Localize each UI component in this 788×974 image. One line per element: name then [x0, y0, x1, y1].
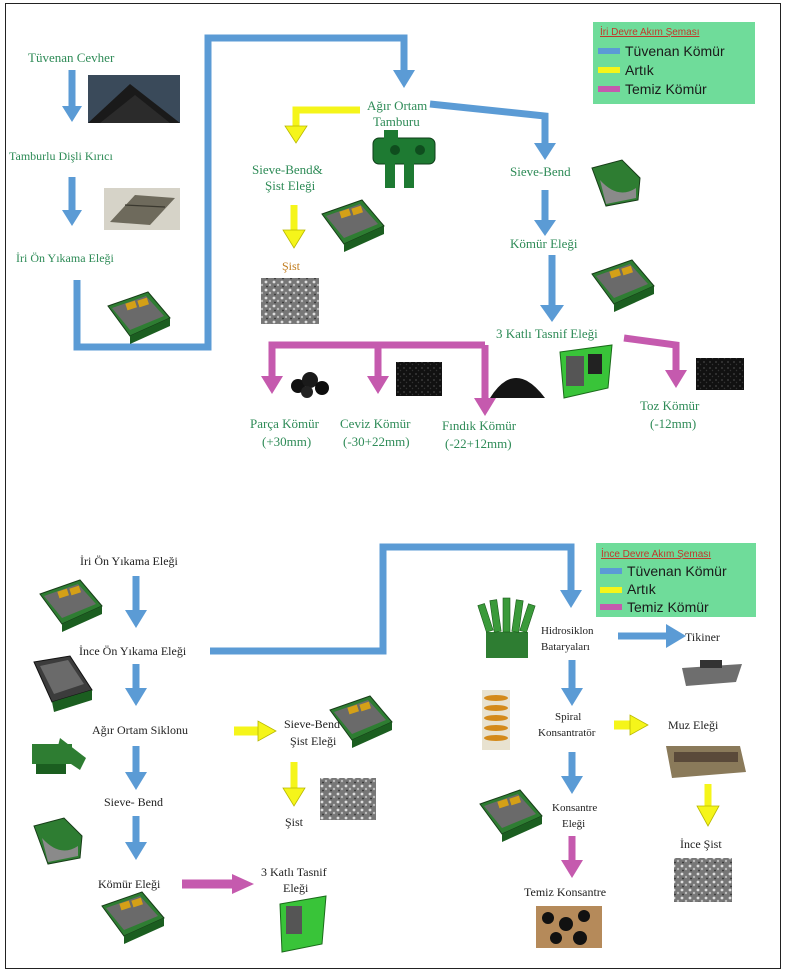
- bottom-legend-raw: Tüvenan Kömür: [627, 563, 727, 579]
- bottom-raw-arrowheads: [125, 590, 686, 860]
- ince-screen-image: [34, 656, 92, 712]
- iri-screen-machine-image: [108, 292, 170, 344]
- lump-coal-image: [291, 372, 329, 398]
- label-b-sist-elegi: Şist Eleği: [290, 734, 337, 748]
- raw-ore-pile-image: [88, 75, 180, 123]
- label-bataryalari: Bataryaları: [541, 641, 590, 653]
- bottom-legend: İnce Devre Akım Şeması Tüvenan Kömür Art…: [596, 543, 756, 617]
- label-spiral: Spiral: [555, 711, 581, 723]
- top-clean-flow: [261, 338, 687, 416]
- clean-concentrate-image: [536, 906, 602, 948]
- three-deck-screen-image: [560, 345, 612, 398]
- fine-shale-sample-image: [674, 858, 732, 902]
- label-sieve-bend: Sieve-Bend: [510, 164, 571, 179]
- sieve-bend-machine-image: [592, 160, 640, 206]
- hydrocyclone-battery-image: [478, 598, 535, 658]
- top-legend-raw: Tüvenan Kömür: [625, 43, 725, 59]
- label-parca-size: (+30mm): [262, 434, 311, 449]
- spiral-concentrator-image: [482, 690, 510, 750]
- heavy-media-drum-image: [373, 130, 435, 188]
- b-komur-screen-image: [102, 892, 164, 944]
- cyclone-pump-image: [32, 738, 86, 774]
- banana-screen-image: [666, 746, 746, 778]
- bottom-clean-flow: [182, 836, 583, 894]
- label-tuvenan-cevher: Tüvenan Cevher: [28, 50, 115, 65]
- b-sieve-sist-machine-image: [330, 696, 392, 748]
- top-legend-residue: Artık: [625, 62, 655, 78]
- label-parca-komur: Parça Kömür: [250, 416, 320, 431]
- label-ceviz-size: (-30+22mm): [343, 434, 410, 449]
- label-komur-elegi: Kömür Eleği: [510, 236, 578, 251]
- label-konsantrator: Konsantratör: [538, 727, 596, 739]
- walnut-coal-image: [396, 362, 442, 396]
- label-ceviz-komur: Ceviz Kömür: [340, 416, 411, 431]
- label-tamburu: Tamburu: [373, 114, 420, 129]
- top-legend-clean: Temiz Kömür: [625, 81, 707, 97]
- label-iri-on-yikama: İri Ön Yıkama Eleği: [16, 251, 115, 265]
- label-sieve-bend-sist: Sieve-Bend&: [252, 162, 323, 177]
- label-toz-komur: Toz Kömür: [640, 398, 700, 413]
- label-konsantre-elegi: Eleği: [562, 818, 585, 830]
- sist-sample-image: [261, 278, 319, 324]
- bottom-raw-flow-lines: [136, 547, 668, 844]
- bottom-legend-residue: Artık: [627, 581, 657, 597]
- label-findik-size: (-22+12mm): [445, 436, 512, 451]
- label-agir-ortam: Ağır Ortam: [367, 98, 427, 113]
- label-3-katli-tasnif: 3 Katlı Tasnif Eleği: [496, 326, 598, 341]
- top-legend: İri Devre Akım Şeması Tüvenan Kömür Artı…: [593, 22, 755, 104]
- label-sist: Şist: [282, 259, 301, 273]
- nut-coal-image: [490, 378, 545, 398]
- komur-screen-machine-image: [592, 260, 654, 312]
- b-three-deck-screen-image: [280, 896, 326, 952]
- b-sist-sample-image: [320, 778, 376, 820]
- label-b-sist: Şist: [285, 815, 304, 829]
- label-hidrosiklon: Hidrosiklon: [541, 625, 594, 637]
- label-tamburlu-kirici: Tamburlu Dişli Kırıcı: [9, 149, 113, 163]
- bottom-legend-title: İnce Devre Akım Şeması: [601, 547, 711, 560]
- label-tikiner: Tikiner: [685, 630, 720, 644]
- thickener-image: [682, 660, 742, 686]
- label-sist-elegi: Şist Eleği: [265, 178, 316, 193]
- top-legend-title: İri Devre Akım Şeması: [600, 25, 699, 38]
- label-b-komur-elegi: Kömür Eleği: [98, 877, 161, 891]
- b-iri-screen-image: [40, 580, 102, 632]
- crusher-image: [104, 188, 180, 230]
- bottom-residue-flow: [234, 715, 719, 826]
- label-ince-sist: İnce Şist: [680, 837, 722, 851]
- label-konsantre: Konsantre: [552, 802, 597, 814]
- fine-coal-image: [696, 358, 744, 390]
- b-sieve-bend-machine-image: [34, 818, 82, 864]
- label-agir-ortam-siklonu: Ağır Ortam Siklonu: [92, 723, 188, 737]
- label-b-sieve-bend: Sieve- Bend: [104, 795, 163, 809]
- label-muz-elegi: Muz Eleği: [668, 718, 719, 732]
- label-temiz-konsantre: Temiz Konsantre: [524, 885, 606, 899]
- label-b-3-katli-tasnif: 3 Katlı Tasnif: [261, 865, 327, 879]
- label-b-3-katli-elegi: Eleği: [283, 881, 309, 895]
- bottom-legend-clean: Temiz Kömür: [627, 599, 709, 615]
- concentrate-screen-image: [480, 790, 542, 842]
- label-findik-komur: Fındık Kömür: [442, 418, 517, 433]
- label-b-iri-on-yikama: İri Ön Yıkama Eleği: [80, 554, 179, 568]
- sieve-sist-machine-image: [322, 200, 384, 252]
- label-ince-on-yikama: İnce Ön Yıkama Eleği: [79, 644, 187, 658]
- label-toz-size: (-12mm): [650, 416, 696, 431]
